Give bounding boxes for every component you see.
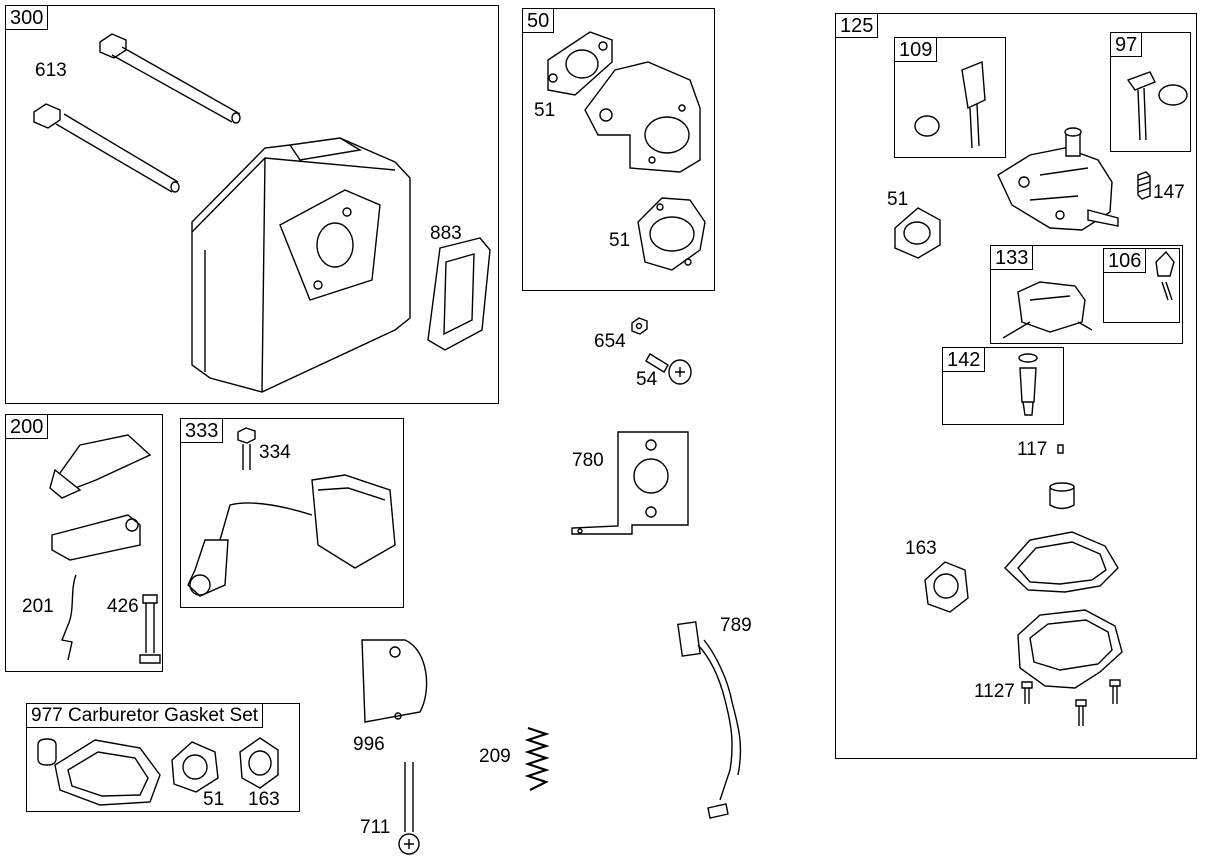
screw-426 xyxy=(140,595,160,663)
part-label-163-set: 163 xyxy=(248,789,280,810)
group-box-125: 125 xyxy=(835,13,1197,759)
part-label-51-upper: 51 xyxy=(534,100,556,121)
screw-54 xyxy=(646,354,691,384)
group-label-106: 106 xyxy=(1103,248,1147,273)
group-box-142: 142 xyxy=(942,347,1064,425)
group-box-50: 50 xyxy=(522,8,715,291)
group-label-142: 142 xyxy=(942,347,986,372)
part-label-54: 54 xyxy=(636,369,658,390)
throttle-shaft-109 xyxy=(915,62,985,148)
group-box-106: 106 xyxy=(1103,248,1180,323)
part-label-51-carb: 51 xyxy=(887,189,909,210)
group-box-97: 97 xyxy=(1110,32,1191,152)
group-box-333: 333 xyxy=(180,418,404,608)
part-label-780: 780 xyxy=(572,450,604,471)
screw-1127 xyxy=(1022,680,1120,726)
part-label-163-carb: 163 xyxy=(905,538,937,559)
gasket-51-upper xyxy=(548,32,612,95)
ignition-armature-333 xyxy=(188,475,395,596)
group-label-109: 109 xyxy=(894,37,938,62)
carburetor-body xyxy=(998,128,1118,230)
group-box-133: 133 xyxy=(990,245,1183,344)
part-label-201: 201 xyxy=(22,596,54,617)
group-label-125: 125 xyxy=(835,13,879,38)
jet-117 xyxy=(1058,445,1063,453)
group-label-300: 300 xyxy=(5,5,49,30)
shield-996 xyxy=(362,640,427,722)
muffler xyxy=(192,138,410,392)
group-label-977: 977 Carburetor Gasket Set xyxy=(26,703,264,728)
part-label-209: 209 xyxy=(479,746,511,767)
group-label-200: 200 xyxy=(5,414,49,439)
part-label-426: 426 xyxy=(107,596,139,617)
bolt-613-lower xyxy=(34,104,179,192)
group-label-97: 97 xyxy=(1110,32,1143,57)
needle-106 xyxy=(1156,252,1174,300)
governor-parts-200 xyxy=(50,435,150,660)
intake-elbow xyxy=(585,62,700,172)
part-label-147: 147 xyxy=(1153,182,1185,203)
part-label-51-lower: 51 xyxy=(609,230,631,251)
emulsion-tube-142 xyxy=(1019,354,1037,415)
gasket-set-977-art xyxy=(38,738,278,805)
group-label-333: 333 xyxy=(180,418,224,443)
nut-654 xyxy=(632,318,647,334)
gasket-163 xyxy=(925,562,968,612)
group-label-50: 50 xyxy=(522,8,555,33)
part-label-996: 996 xyxy=(353,734,385,755)
part-label-654: 654 xyxy=(594,331,626,352)
part-label-1127: 1127 xyxy=(974,681,1015,702)
bolt-613-upper xyxy=(100,34,240,123)
part-label-334: 334 xyxy=(259,442,291,463)
screw-711 xyxy=(399,762,419,854)
gasket-51-carb xyxy=(895,208,940,258)
part-label-51-set: 51 xyxy=(203,789,225,810)
screw-147 xyxy=(1138,172,1150,199)
plug-cap xyxy=(1050,483,1074,509)
gasket-51-lower xyxy=(638,198,705,270)
bracket-780 xyxy=(572,432,688,534)
part-label-117: 117 xyxy=(1017,439,1048,460)
part-label-789: 789 xyxy=(720,615,752,636)
float-bowl xyxy=(1018,610,1122,688)
gasket-883 xyxy=(428,238,490,350)
group-label-133: 133 xyxy=(990,245,1034,270)
group-box-977: 977 Carburetor Gasket Set xyxy=(26,703,300,812)
part-label-711: 711 xyxy=(360,817,391,838)
group-box-300: 300 xyxy=(5,5,499,404)
group-box-109: 109 xyxy=(894,37,1006,158)
screw-334 xyxy=(238,428,255,470)
part-label-613: 613 xyxy=(35,60,67,81)
group-box-200: 200 xyxy=(5,414,163,672)
bowl-gasket xyxy=(1005,532,1118,592)
spring-209 xyxy=(528,728,546,790)
wire-harness-789 xyxy=(678,622,741,818)
choke-shaft-97 xyxy=(1128,72,1187,140)
float-133 xyxy=(1003,282,1092,338)
part-label-883: 883 xyxy=(430,223,462,244)
